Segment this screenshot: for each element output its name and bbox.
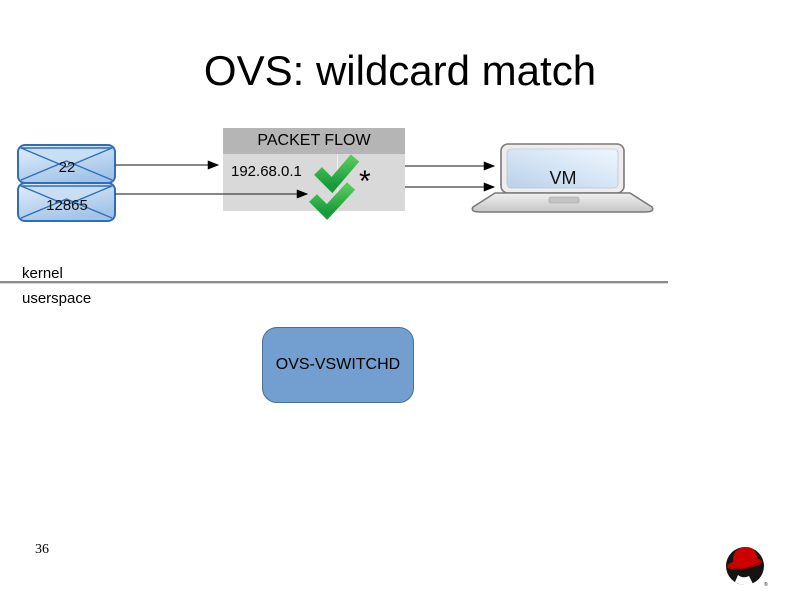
shadowman-collar [735, 575, 753, 586]
packet-flow-header: PACKET FLOW [223, 128, 405, 154]
packet-flow-table: PACKET FLOW 192.68.0.1 * [223, 128, 405, 211]
envelope-body [17, 182, 116, 222]
envelope-flap-bottom [20, 160, 113, 181]
kernel-label: kernel [22, 265, 63, 282]
page-title: OVS: wildcard match [203, 47, 597, 94]
match-wildcard-value: * [359, 165, 371, 198]
ovs-vswitchd-label: OVS-VSWITCHD [275, 356, 401, 373]
laptop-icon: VM [471, 143, 654, 213]
envelope-flap-bottom [20, 198, 113, 219]
envelope-flap-top [20, 185, 113, 206]
fedora-brim [727, 558, 762, 570]
vm-label: VM [550, 168, 577, 188]
shadowman-head [726, 547, 764, 585]
registered-trademark: ® [764, 581, 768, 588]
column-divider [337, 154, 338, 211]
userspace-label: userspace [22, 290, 92, 307]
envelope-icon: 12865 [17, 182, 116, 222]
match-ip-value: 192.68.0.1 [231, 163, 302, 180]
laptop-screen [506, 148, 619, 189]
envelope-icon: 22 [17, 144, 116, 184]
kernel-userspace-divider [0, 281, 668, 284]
laptop-screen-frame [500, 143, 625, 194]
envelope-flap-top [20, 147, 113, 168]
fedora-crown [732, 547, 758, 563]
packet-port-label: 22 [59, 159, 76, 176]
fedora-brim-shadow [728, 560, 762, 570]
redhat-shadowman-icon: ® [726, 547, 768, 588]
packet-flow-body: 192.68.0.1 * [223, 154, 405, 211]
laptop-base [471, 192, 654, 213]
page-number: 36 [35, 542, 49, 557]
envelope-body [17, 144, 116, 184]
ovs-vswitchd-box: OVS-VSWITCHD [262, 327, 414, 403]
laptop-touchpad [548, 196, 580, 204]
packet-port-label: 12865 [46, 197, 88, 214]
